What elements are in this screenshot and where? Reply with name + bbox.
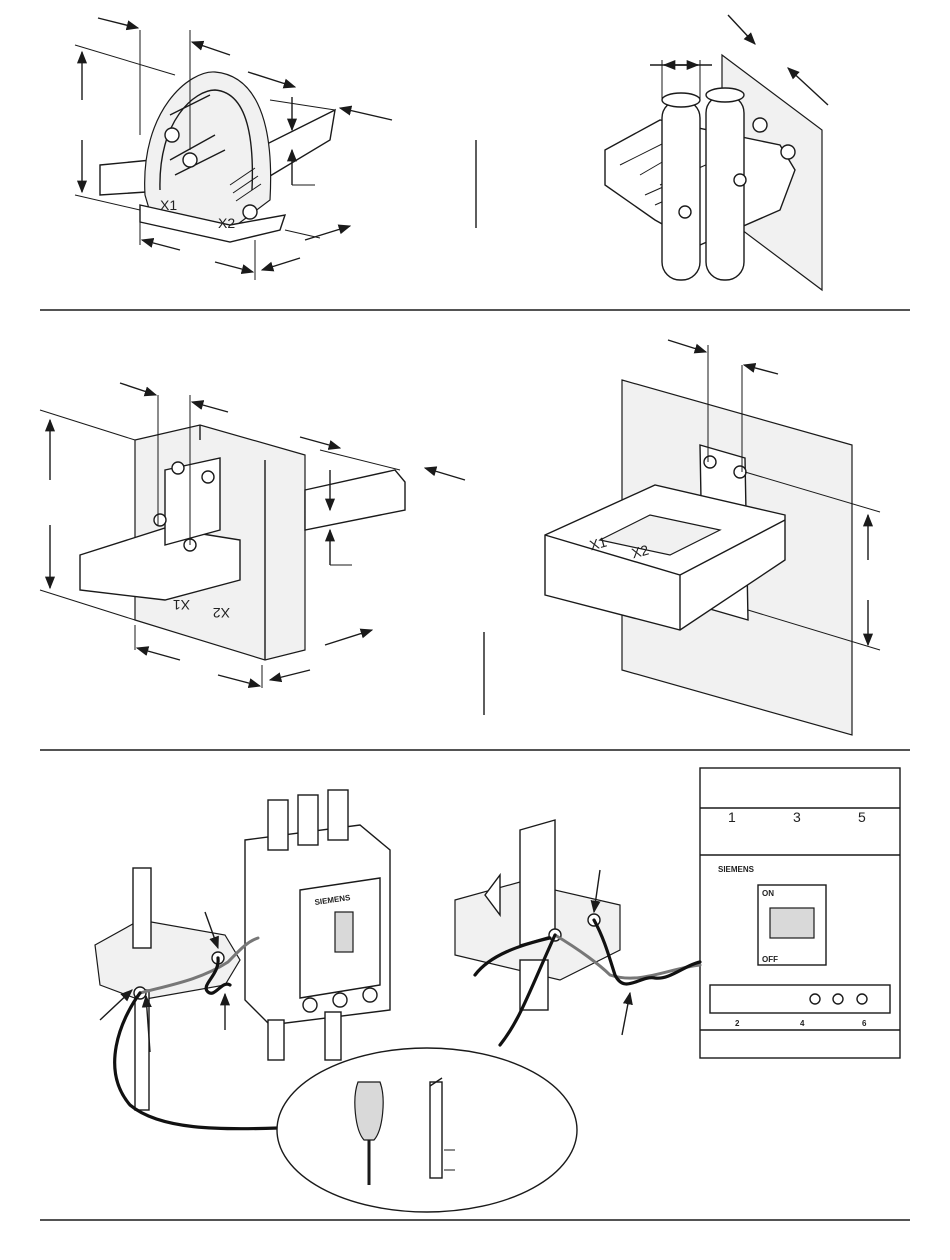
terminal-number-bottom-2: 2 [735,1019,740,1028]
large-breaker: 1 3 5 SIEMENS ON OFF 2 4 6 [700,768,900,1058]
terminal-number-top-5: 5 [858,809,866,825]
bus-bar [305,470,405,530]
handle-label-on: ON [762,889,774,898]
dimension-arrow-icon [98,18,138,28]
panel-round-ct-mounted [605,15,828,290]
breaker-brand: SIEMENS [718,865,755,874]
panel-wiring: SIEMENS 1 3 5 SIEMENS ON OFF [95,768,900,1212]
terminal-label-x1: X1 [173,597,190,613]
terminal-screw [165,128,179,142]
panel-rect-ct-dimensions: X1 X2 [40,383,465,688]
terminal-screw [183,153,197,167]
dimension-arrow-icon [192,42,230,55]
tools-callout [277,1048,577,1212]
panel-rect-ct-mounted: X1 X2 [545,340,880,735]
terminal-label-x2: X2 [213,605,230,621]
terminal-number-top-3: 3 [793,809,801,825]
terminal-label-x2: X2 [218,215,235,231]
breaker-handle [770,908,814,938]
terminal-number-top-1: 1 [728,809,736,825]
conductor [662,100,700,280]
panel-round-ct-dimensions: X1 X2 [75,18,392,280]
terminal-label-x1: X1 [160,197,177,213]
terminal-screw [243,205,257,219]
handle-label-off: OFF [762,955,778,964]
terminal-number-bottom-4: 4 [800,1019,805,1028]
terminal-number-bottom-6: 6 [862,1019,867,1028]
line-terminal [133,868,151,948]
conductor [706,95,744,280]
